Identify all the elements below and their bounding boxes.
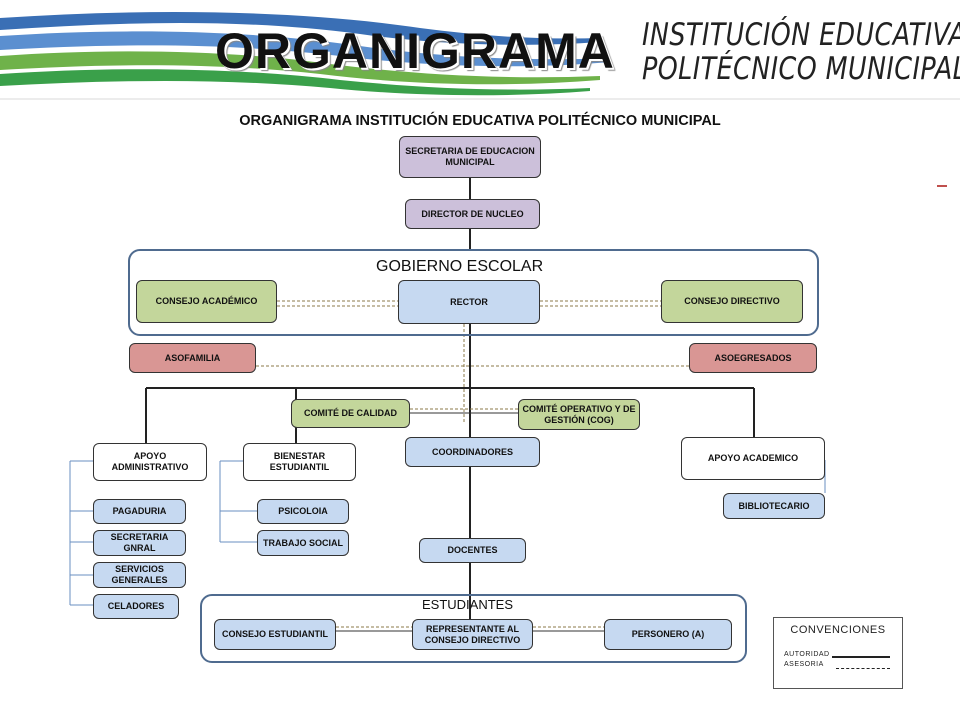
gobierno-escolar-label: GOBIERNO ESCOLAR bbox=[376, 258, 544, 275]
node-apoyo-administrativo[interactable]: APOYO ADMINISTRATIVO bbox=[93, 443, 207, 481]
node-personero[interactable]: PERSONERO (A) bbox=[604, 619, 732, 650]
legend-autoridad-line bbox=[832, 656, 890, 658]
node-comite-operativo[interactable]: COMITÉ OPERATIVO Y DE GESTIÓN (COG) bbox=[518, 399, 640, 430]
node-consejo-estudiantil[interactable]: CONSEJO ESTUDIANTIL bbox=[214, 619, 336, 650]
node-coordinadores[interactable]: COORDINADORES bbox=[405, 437, 540, 467]
node-apoyo-academico[interactable]: APOYO ACADEMICO bbox=[681, 437, 825, 480]
node-asofamilia[interactable]: ASOFAMILIA bbox=[129, 343, 256, 373]
node-bienestar-estudiantil[interactable]: BIENESTAR ESTUDIANTIL bbox=[243, 443, 356, 481]
node-consejo-academico[interactable]: CONSEJO ACADÉMICO bbox=[136, 280, 277, 323]
red-dash-mark bbox=[937, 185, 947, 187]
legend-asesoria-label: ASESORIA bbox=[784, 661, 824, 668]
gobierno-escolar-group bbox=[128, 249, 819, 336]
node-comite-calidad[interactable]: COMITÉ DE CALIDAD bbox=[291, 399, 410, 428]
node-servicios-generales[interactable]: SERVICIOS GENERALES bbox=[93, 562, 186, 588]
institution-name: INSTITUCIÓN EDUCATIVA POLITÉCNICO MUNICI… bbox=[642, 18, 960, 86]
node-docentes[interactable]: DOCENTES bbox=[419, 538, 526, 563]
node-bibliotecario[interactable]: BIBLIOTECARIO bbox=[723, 493, 825, 519]
estudiantes-label: ESTUDIANTES bbox=[422, 597, 514, 612]
node-secretaria-educacion[interactable]: SECRETARIA DE EDUCACION MUNICIPAL bbox=[399, 136, 541, 178]
node-consejo-directivo[interactable]: CONSEJO DIRECTIVO bbox=[661, 280, 803, 323]
legend-asesoria-line bbox=[836, 668, 890, 669]
legend-box: CONVENCIONES AUTORIDAD ASESORIA bbox=[773, 617, 903, 689]
node-psicoloia[interactable]: PSICOLOIA bbox=[257, 499, 349, 524]
node-director-nucleo[interactable]: DIRECTOR DE NUCLEO bbox=[405, 199, 540, 229]
chart-subtitle: ORGANIGRAMA INSTITUCIÓN EDUCATIVA POLITÉ… bbox=[239, 113, 721, 129]
node-trabajo-social[interactable]: TRABAJO SOCIAL bbox=[257, 530, 349, 556]
node-rector[interactable]: RECTOR bbox=[398, 280, 540, 324]
node-pagaduria[interactable]: PAGADURIA bbox=[93, 499, 186, 524]
legend-autoridad-label: AUTORIDAD bbox=[784, 651, 830, 658]
header-swoosh-graphic bbox=[0, 12, 960, 100]
node-asoegresados[interactable]: ASOEGRESADOS bbox=[689, 343, 817, 373]
institution-line-1: INSTITUCIÓN EDUCATIVA bbox=[642, 17, 960, 53]
page-title: ORGANIGRAMA bbox=[215, 23, 615, 79]
institution-line-2: POLITÉCNICO MUNICIPAL bbox=[642, 51, 960, 87]
legend-title: CONVENCIONES bbox=[790, 624, 886, 636]
node-celadores[interactable]: CELADORES bbox=[93, 594, 179, 619]
node-representante-consejo[interactable]: REPRESENTANTE AL CONSEJO DIRECTIVO bbox=[412, 619, 533, 650]
node-secretaria-gnral[interactable]: SECRETARIA GNRAL bbox=[93, 530, 186, 556]
estudiantes-group bbox=[200, 594, 747, 663]
